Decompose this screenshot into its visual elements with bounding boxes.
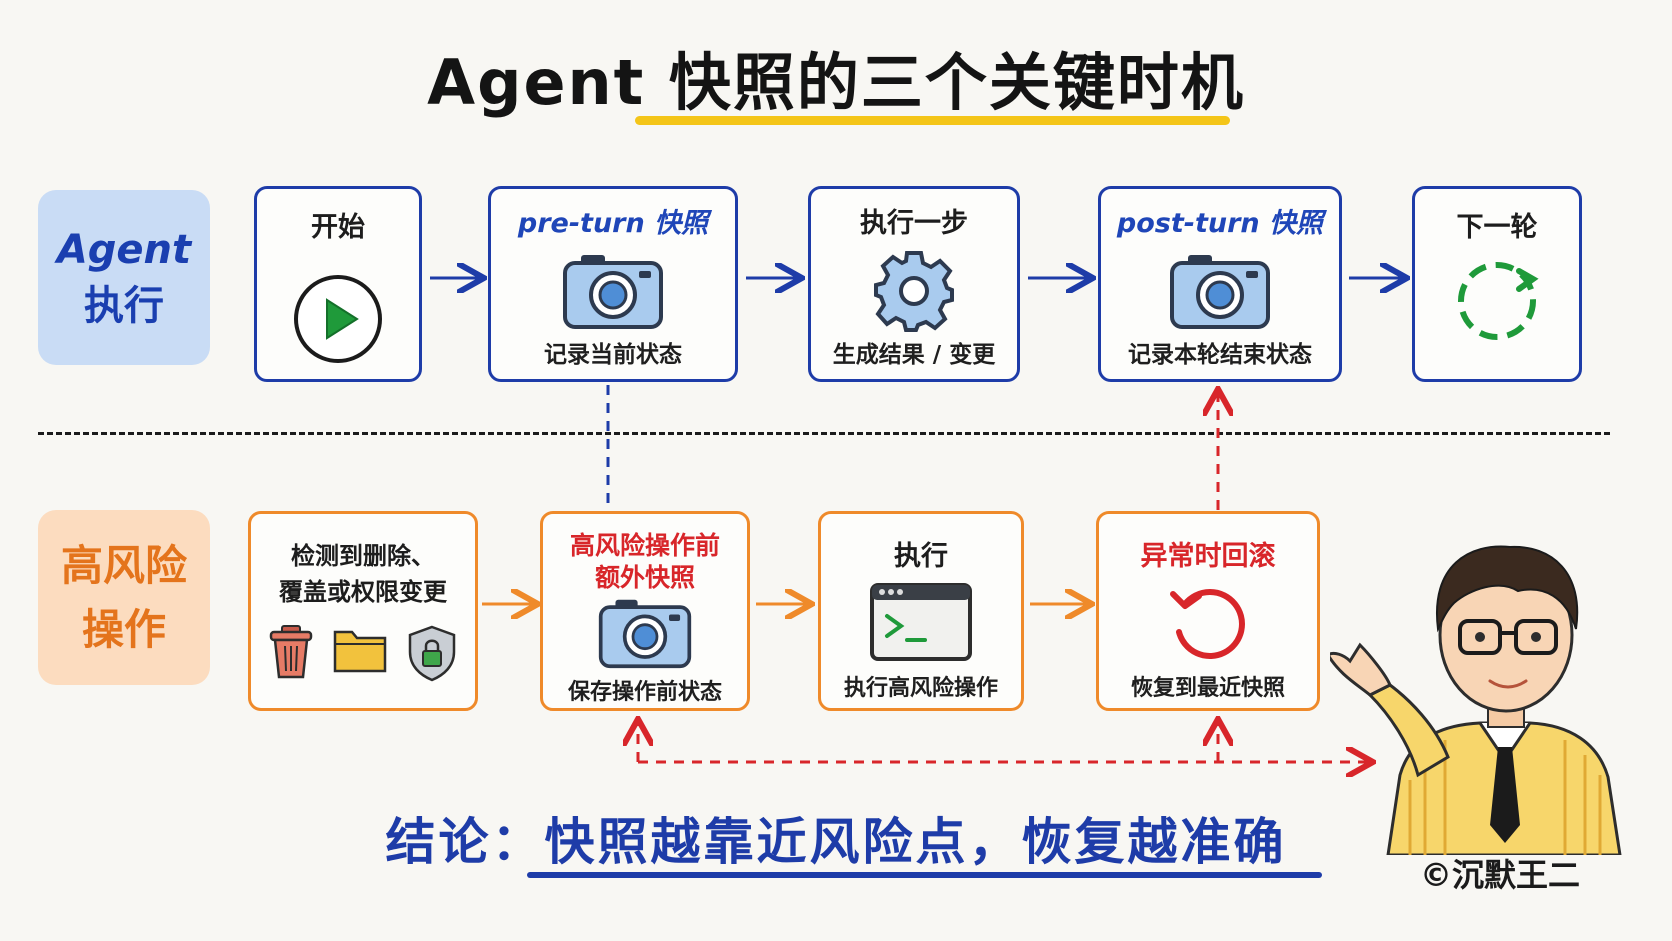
refresh-icon [1458, 262, 1539, 340]
node-execute-step: 执行一步 生成结果 / 变更 [808, 186, 1020, 382]
node-extra-snapshot: 高风险操作前 额外快照 保存操作前状态 [540, 511, 750, 711]
lane-risk-line2: 操作 [81, 604, 166, 654]
node-start: 开始 [254, 186, 422, 382]
node-rollback: 异常时回滚 恢复到最近快照 [1096, 511, 1320, 711]
node-extra-title-1: 高风险操作前 [569, 531, 720, 560]
conclusion-underline [527, 872, 1322, 878]
node-next-round: 下一轮 [1412, 186, 1582, 382]
node-rollback-subtitle: 恢复到最近快照 [1130, 676, 1285, 701]
node-next-round-title: 下一轮 [1456, 212, 1538, 243]
trash-icon [269, 625, 313, 679]
lane-label-agent: Agent 执行 [38, 190, 210, 365]
node-execute-risky-title: 执行 [894, 541, 948, 572]
camera-icon [598, 599, 692, 669]
node-extra-subtitle: 保存操作前状态 [567, 680, 722, 705]
camera-icon [563, 255, 663, 329]
terminal-icon [870, 583, 972, 661]
folder-icon [333, 630, 387, 673]
camera-icon [1170, 255, 1270, 329]
lane-agent-line2: 执行 [84, 282, 164, 329]
node-detect-title-1: 检测到删除、 [291, 542, 435, 570]
node-pre-turn-subtitle: 记录当前状态 [544, 342, 682, 368]
copyright: ©沉默王二 [1420, 856, 1581, 894]
node-post-turn-title: post-turn 快照 [1116, 208, 1324, 239]
undo-icon [1170, 589, 1245, 659]
node-execute-step-subtitle: 生成结果 / 变更 [832, 342, 996, 368]
node-post-turn: post-turn 快照 记录本轮结束状态 [1098, 186, 1342, 382]
lane-divider [38, 432, 1610, 435]
node-execute-step-title: 执行一步 [860, 208, 968, 239]
node-pre-turn-title: pre-turn 快照 [517, 208, 709, 239]
node-detect-risk: 检测到删除、 覆盖或权限变更 [248, 511, 478, 711]
lane-risk-line1: 高风险 [60, 540, 187, 590]
node-post-turn-subtitle: 记录本轮结束状态 [1128, 342, 1312, 368]
lane-agent-line1: Agent [56, 226, 192, 273]
conclusion-text: 结论：快照越靠近风险点，恢复越准确 [385, 813, 1287, 871]
node-start-title: 开始 [311, 212, 365, 243]
node-execute-risky-subtitle: 执行高风险操作 [843, 676, 998, 701]
node-extra-title-2: 额外快照 [594, 563, 695, 592]
title-underline [635, 116, 1230, 125]
play-icon [294, 275, 382, 363]
lane-label-risk: 高风险 操作 [38, 510, 210, 685]
node-execute-risky: 执行 执行高风险操作 [818, 511, 1024, 711]
node-pre-turn: pre-turn 快照 记录当前状态 [488, 186, 738, 382]
gear-icon [874, 251, 954, 332]
shield-lock-icon [408, 625, 456, 682]
node-rollback-title: 异常时回滚 [1140, 541, 1276, 572]
node-detect-title-2: 覆盖或权限变更 [279, 578, 447, 606]
presenter-illustration [1330, 545, 1622, 855]
page-title: Agent 快照的三个关键时机 [427, 46, 1245, 119]
